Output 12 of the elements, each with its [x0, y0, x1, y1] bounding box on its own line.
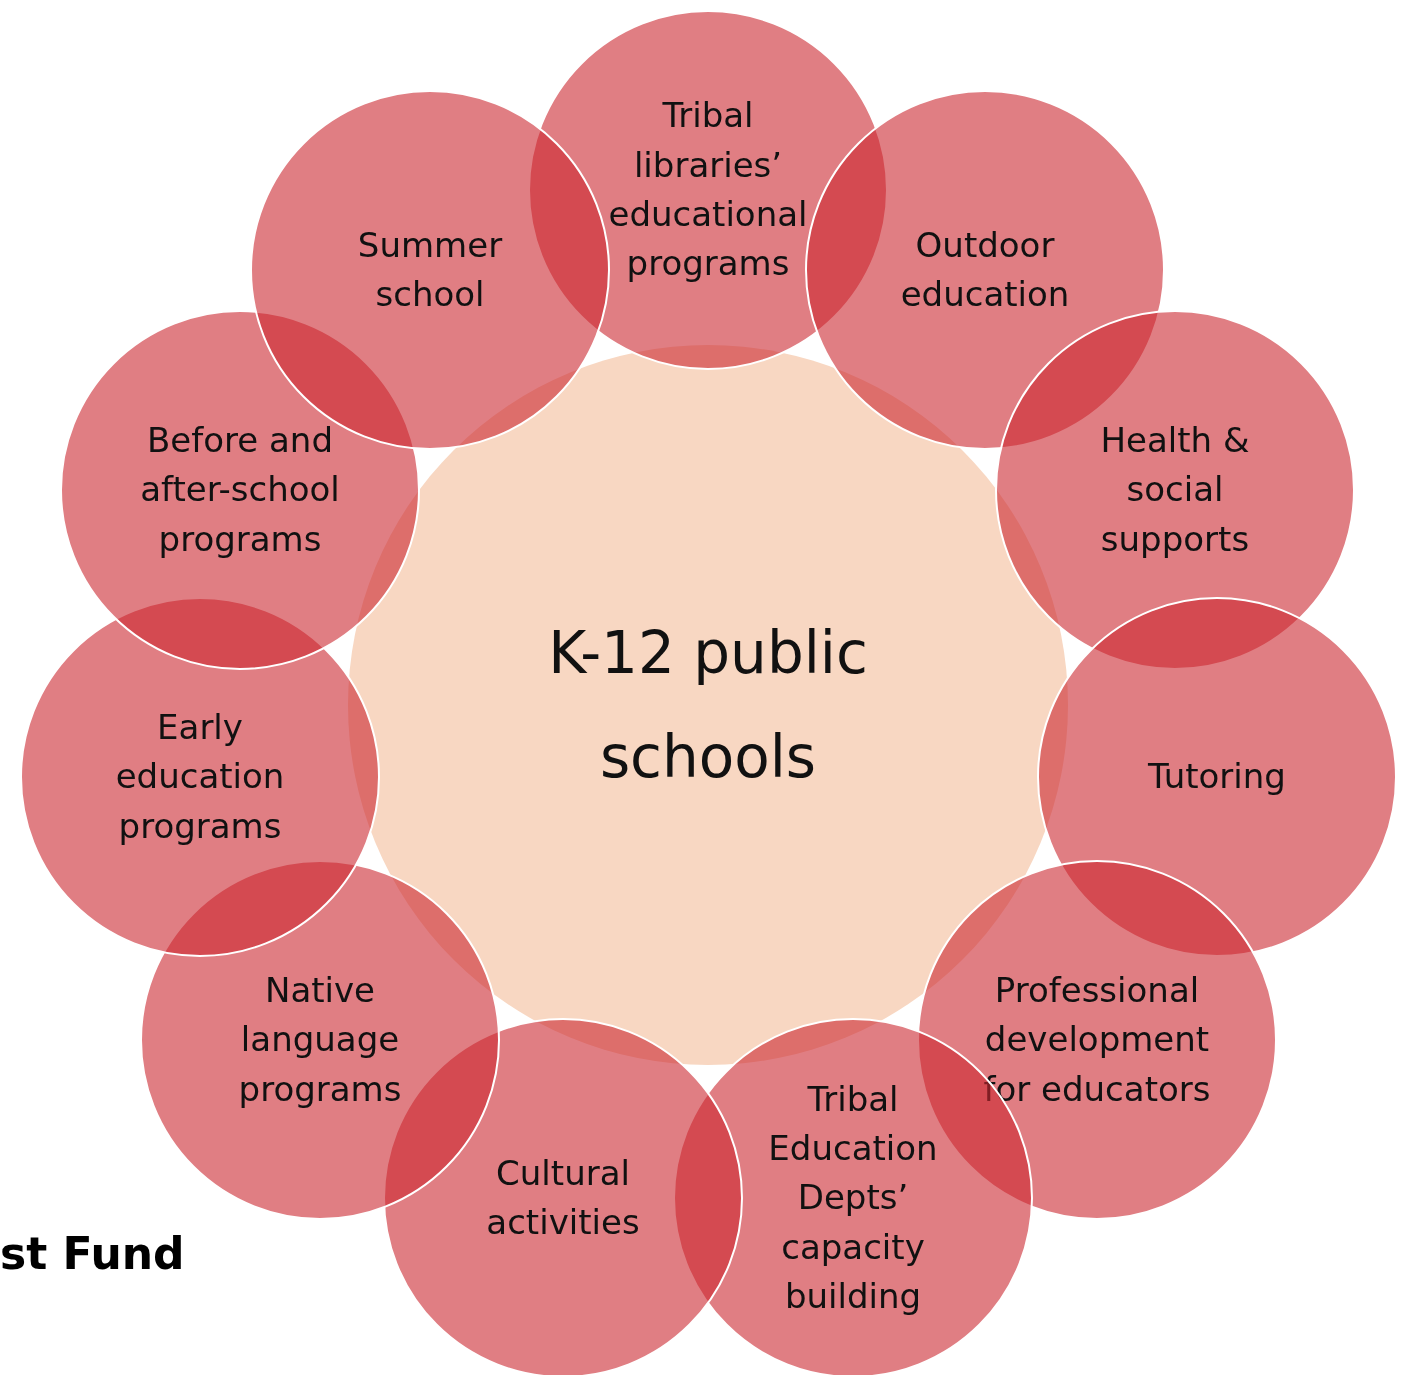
circle-label: Early education programs	[114, 706, 286, 848]
circle-label: Cultural activities	[485, 1151, 641, 1244]
circle-label: Tutoring	[1147, 755, 1287, 799]
circle-label: Before and after-school programs	[139, 419, 341, 561]
circle-label: Native language programs	[237, 969, 403, 1111]
footer-text: st Fund	[0, 1228, 185, 1279]
circle-label: Tribal libraries’ educational programs	[607, 94, 809, 286]
circle-label: Summer school	[356, 223, 504, 316]
circle-label: Health & social supports	[1099, 419, 1251, 561]
circle-label: K-12 public schools	[547, 617, 869, 793]
circle-label: Tribal Education Depts’ capacity building	[767, 1077, 939, 1318]
circle-label: Outdoor education	[899, 223, 1071, 316]
